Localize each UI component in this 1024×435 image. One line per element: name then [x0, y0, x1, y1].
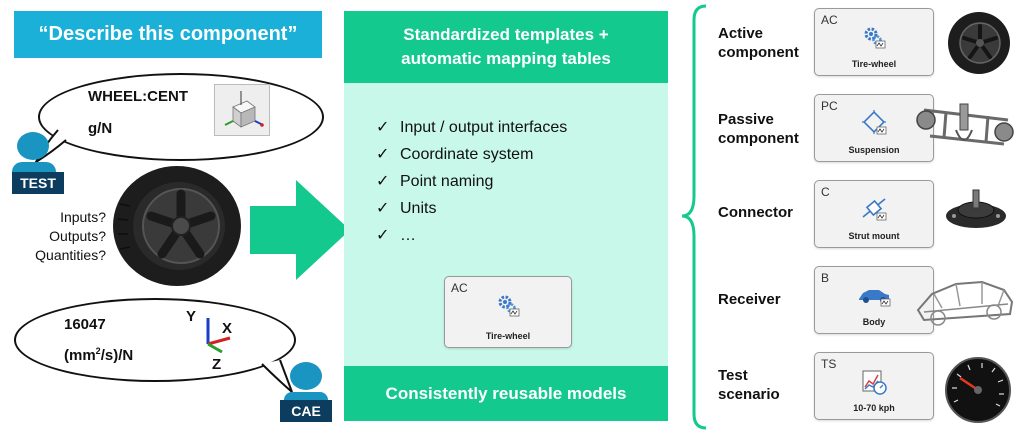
cae-role-tag: CAE	[280, 400, 332, 422]
cae-unit-post: /s)/N	[100, 347, 134, 364]
suspension-thumbnail	[916, 103, 1014, 146]
test-bubble-line1: WHEEL:CENT	[88, 88, 188, 105]
coordinate-cube-image	[214, 84, 270, 136]
chip-icon	[862, 110, 887, 135]
category-label-connector: Connector	[718, 203, 793, 222]
gear-icon	[864, 27, 886, 49]
checklist-item: ✓ Point naming	[376, 168, 567, 195]
card-code: TS	[821, 357, 837, 371]
checklist-item-label: Coordinate system	[400, 146, 534, 163]
car-body-thumbnail	[916, 280, 1014, 326]
cae-person-body	[284, 392, 328, 400]
reusable-models-footer-text: Consistently reusable models	[385, 383, 627, 403]
templates-header: Standardized templates + automatic mappi…	[344, 11, 668, 83]
describe-banner: “Describe this component”	[14, 11, 322, 58]
card-code: B	[821, 271, 830, 285]
component-card-suspension[interactable]: PC Suspension	[814, 94, 934, 162]
checklist-item-label: …	[400, 227, 416, 244]
checklist-item-label: Input / output interfaces	[400, 119, 568, 136]
category-label-receiver: Receiver	[718, 290, 781, 309]
axis-label-y: Y	[186, 308, 197, 325]
connector-icon	[862, 198, 887, 221]
card-label: Suspension	[848, 145, 900, 155]
category-label-line2: component	[718, 130, 799, 147]
card-label: Tire-wheel	[851, 59, 897, 69]
category-label-line1: Test	[718, 367, 748, 384]
example-component-card[interactable]: AC Tire-wheel	[444, 276, 572, 348]
component-card-tire-wheel[interactable]: AC Tire-wheel	[814, 8, 934, 76]
category-label-line2: component	[718, 44, 799, 61]
speed-chart-icon	[862, 370, 887, 395]
tire-wheel-image	[113, 166, 241, 286]
coordinate-axes-icon	[206, 318, 231, 354]
gear-icon	[498, 295, 520, 317]
category-label-test-scenario: Test scenario	[718, 366, 780, 404]
cae-person-head	[290, 362, 322, 390]
flow-arrow	[250, 180, 350, 280]
checklist-item: ✓…	[376, 222, 567, 249]
tire-wheel-thumbnail	[948, 12, 1010, 74]
test-role-tag: TEST	[12, 172, 64, 194]
checklist-item-label: Units	[400, 200, 437, 217]
category-label-line1: Connector	[718, 204, 793, 221]
speedometer-thumbnail	[945, 357, 1011, 423]
category-label-line1: Receiver	[718, 291, 781, 308]
test-person-body	[12, 162, 56, 172]
card-code: PC	[821, 99, 838, 113]
checklist-item-label: Point naming	[400, 173, 494, 190]
checkmark-icon: ✓	[376, 119, 390, 136]
category-label-line1: Active	[718, 25, 764, 42]
checkmark-icon: ✓	[376, 146, 390, 163]
card-label: 10-70 kph	[853, 403, 895, 413]
cae-speech-bubble	[14, 298, 296, 382]
checklist-item: ✓ Coordinate system	[376, 141, 567, 168]
templates-header-line2: automatic mapping tables	[401, 49, 611, 68]
cae-bubble-line1: 16047	[64, 316, 106, 333]
component-card-strut-mount[interactable]: C Strut mount	[814, 180, 934, 248]
question-outputs: Outputs?	[49, 228, 106, 244]
card-code: C	[821, 185, 830, 199]
describe-banner-text: “Describe this component”	[38, 23, 298, 45]
card-label: Tire-wheel	[485, 331, 531, 341]
checklist-item: ✓ Input / output interfaces	[376, 114, 567, 141]
test-role-label: TEST	[20, 175, 56, 191]
templates-header-line1: Standardized templates +	[403, 25, 609, 44]
cae-role-label: CAE	[291, 403, 321, 419]
cae-bubble-line2: (mm2/s)/N	[64, 346, 133, 364]
test-person-head	[17, 132, 49, 160]
category-label-line1: Passive	[718, 111, 774, 128]
checkmark-icon: ✓	[376, 200, 390, 217]
checklist-item: ✓ Units	[376, 195, 567, 222]
test-bubble-line2: g/N	[88, 120, 113, 137]
component-card-body[interactable]: B Body	[814, 266, 934, 334]
category-label-active-component: Active component	[718, 24, 799, 62]
axis-label-x: X	[222, 320, 233, 337]
question-quantities: Quantities?	[35, 247, 106, 263]
component-card-test-scenario[interactable]: TS 10-70 kph	[814, 352, 934, 420]
card-label: Strut mount	[848, 231, 900, 241]
axis-label-z: Z	[212, 356, 222, 373]
questions-list: Inputs? Outputs? Quantities?	[10, 208, 106, 265]
cae-unit-sup: 2	[95, 346, 101, 356]
car-icon	[859, 290, 891, 307]
card-label: Body	[862, 317, 886, 327]
category-label-passive-component: Passive component	[718, 110, 799, 148]
checkmark-icon: ✓	[376, 227, 390, 244]
strut-mount-thumbnail	[946, 189, 1006, 228]
cae-unit-pre: (mm	[64, 347, 96, 364]
card-code: AC	[821, 13, 838, 27]
standardization-checklist: ✓ Input / output interfaces ✓ Coordinate s…	[376, 114, 567, 249]
card-code: AC	[451, 281, 468, 295]
reusable-models-footer: Consistently reusable models	[344, 366, 668, 421]
question-inputs: Inputs?	[60, 209, 106, 225]
test-speech-bubble	[38, 73, 324, 161]
checkmark-icon: ✓	[376, 173, 390, 190]
curly-brace	[681, 4, 707, 430]
category-label-line2: scenario	[718, 386, 780, 403]
